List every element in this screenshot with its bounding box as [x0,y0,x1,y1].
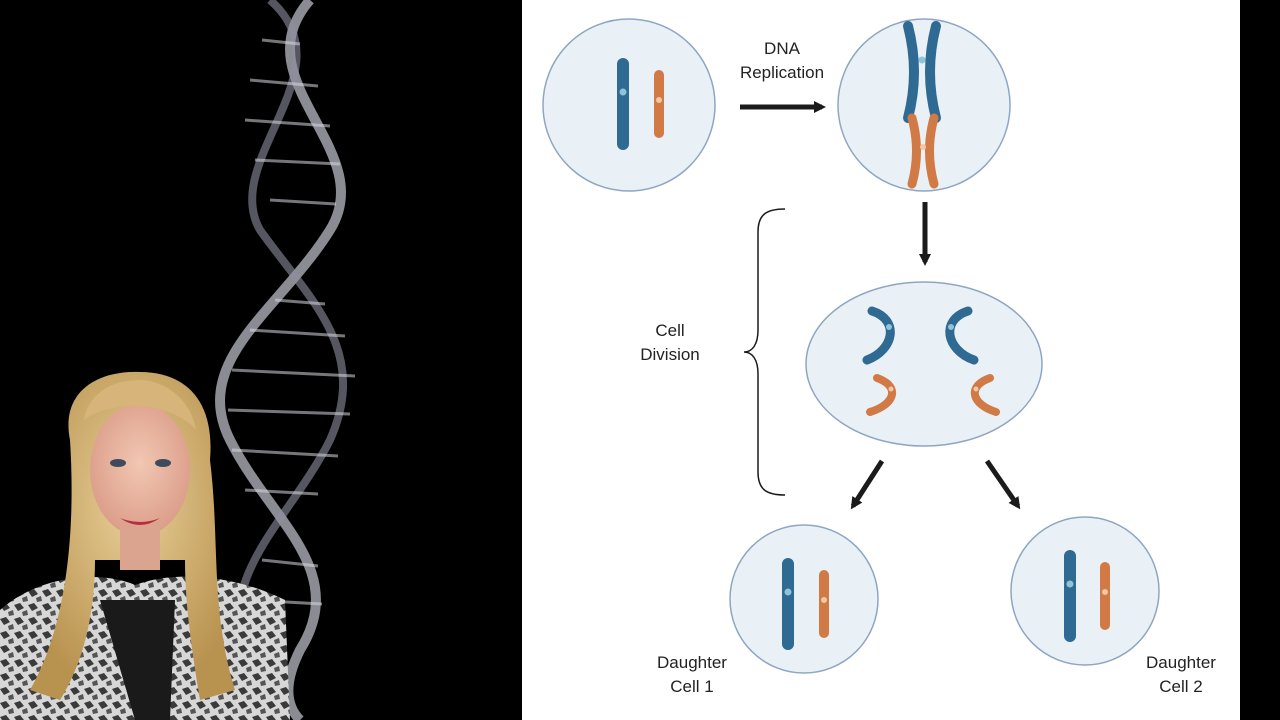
label-line: Cell [655,321,685,340]
label-line: DNA [764,39,800,58]
slide-diagram: DNA Replication Cell Division Daughter C… [522,0,1240,720]
label-line: Cell 1 [670,677,714,696]
label-line: Daughter [657,653,727,672]
letterbox-bar [1240,0,1280,720]
daughter-cell-1 [729,524,879,674]
cell-before-replication [542,18,716,192]
label-line: Replication [739,63,825,82]
video-scene [0,0,356,720]
label-cell-division: Cell Division [626,319,714,367]
presenter-portrait [0,371,290,720]
cell-division-diagram [542,18,1160,674]
label-line: Division [640,345,700,364]
label-dna-replication: DNA Replication [738,37,826,85]
dividing-cell [805,281,1043,447]
label-line: Cell 2 [1159,677,1203,696]
daughter-cell-2 [1010,516,1160,666]
label-line: Daughter [1146,653,1216,672]
arrow-to-daughter-1 [850,459,885,510]
label-daughter-cell-2: Daughter Cell 2 [1137,651,1225,699]
label-daughter-cell-1: Daughter Cell 1 [648,651,736,699]
cell-after-replication [837,18,1011,192]
presenter-video-feed [0,0,522,720]
division-brace [743,208,786,496]
arrow-to-daughter-2 [984,459,1021,510]
